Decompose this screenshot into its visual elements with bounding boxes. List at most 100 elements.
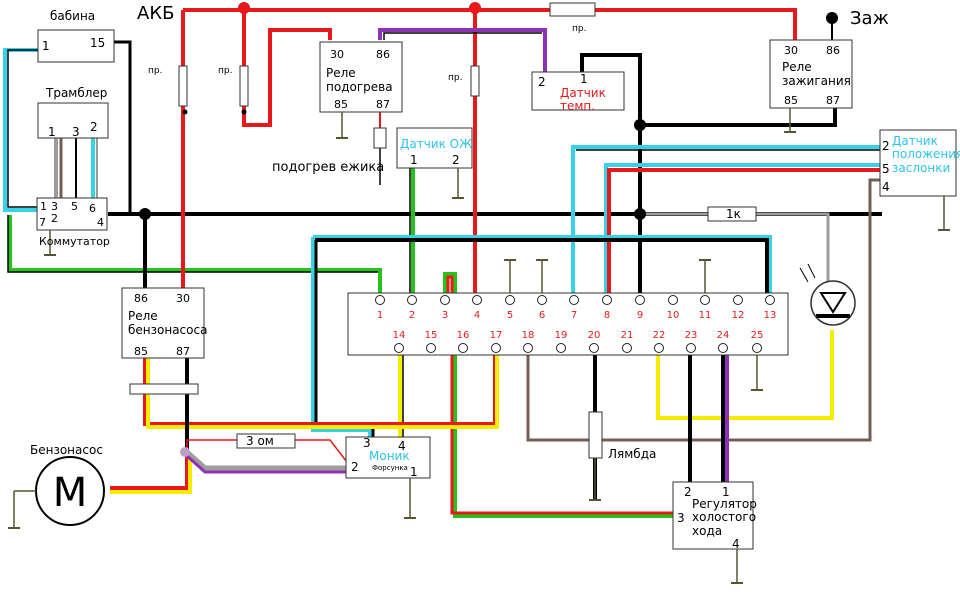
wire-green-idle bbox=[443, 272, 673, 518]
ecu-pin-label-10: 10 bbox=[667, 310, 680, 321]
fuel-relay-pin-85: 85 bbox=[134, 345, 148, 358]
fuse-3-label: пр. bbox=[448, 73, 462, 83]
temp-sensor-title-1: Датчик bbox=[560, 86, 606, 100]
commutator-pin-1: 1 bbox=[40, 200, 47, 213]
ecu-pin-15 bbox=[426, 343, 436, 353]
wire-red-idle bbox=[446, 275, 673, 515]
coil-pin-1: 1 bbox=[42, 39, 50, 53]
ecu-pin-label-15: 15 bbox=[425, 330, 438, 341]
heater-resistor bbox=[373, 127, 387, 149]
ecu-pin-19 bbox=[556, 343, 566, 353]
junction-fuse1 bbox=[182, 109, 188, 115]
ecu-pin-4 bbox=[472, 295, 482, 305]
ecu-pin-16 bbox=[458, 343, 468, 353]
ecu-pin-label-17: 17 bbox=[490, 330, 503, 341]
wire-green-ecu1 bbox=[8, 215, 382, 297]
wire-black-ign bbox=[580, 53, 837, 127]
ecu-pin-label-3: 3 bbox=[442, 310, 448, 321]
ecu-pin-5 bbox=[505, 295, 515, 305]
lambda-sensor bbox=[588, 411, 603, 459]
temp-sensor-pin-2: 2 bbox=[538, 75, 546, 89]
commutator-pin-6: 6 bbox=[89, 202, 96, 215]
ecu-body bbox=[347, 292, 789, 356]
ecu-pin-label-2: 2 bbox=[409, 310, 415, 321]
commutator-pin-2: 2 bbox=[51, 212, 58, 225]
ecu-block bbox=[347, 292, 789, 356]
ecu-pin-6 bbox=[537, 295, 547, 305]
monik-pin-4: 4 bbox=[398, 439, 406, 453]
temp-sensor-pin-1: 1 bbox=[580, 72, 588, 86]
fuse-3 bbox=[470, 65, 480, 97]
coil-box bbox=[37, 29, 115, 63]
coil-pin-15: 15 bbox=[90, 36, 105, 50]
ignition-relay-pin-87: 87 bbox=[826, 94, 840, 107]
distributor-box bbox=[37, 102, 109, 139]
wire-yellow-led bbox=[656, 330, 834, 420]
monik-subtitle: Форсунка bbox=[372, 464, 408, 472]
fuel-relay-pin-86: 86 bbox=[134, 292, 148, 305]
junction-red-1 bbox=[238, 2, 250, 14]
idle-regulator-box bbox=[672, 481, 754, 550]
distributor-pin-3: 3 bbox=[72, 125, 80, 139]
wire-coil-black-thin bbox=[7, 49, 38, 208]
wire-akb-red bbox=[183, 8, 797, 40]
ecu-pin-label-22: 22 bbox=[653, 330, 666, 341]
wire-yellow-pump bbox=[110, 455, 192, 494]
ecu-pin-label-21: 21 bbox=[621, 330, 634, 341]
ecu-pin-10 bbox=[668, 295, 678, 305]
ecu-pin-22 bbox=[654, 343, 664, 353]
tps-box bbox=[879, 129, 957, 197]
ecu-pin-2 bbox=[407, 295, 417, 305]
led-diode bbox=[819, 292, 847, 314]
ecu-pin-9 bbox=[635, 295, 645, 305]
ignition-relay-pin-85: 85 bbox=[784, 94, 798, 107]
lambda-label: Лямбда bbox=[608, 447, 656, 461]
components bbox=[8, 2, 957, 584]
ecu-pin-14 bbox=[394, 343, 404, 353]
ecu-pin-label-1: 1 bbox=[377, 310, 383, 321]
resistor-1k bbox=[707, 206, 757, 222]
fuse-2-label: пр. bbox=[218, 66, 232, 76]
idle-regulator-pin-4: 4 bbox=[732, 537, 740, 551]
ecu-pin-20 bbox=[589, 343, 599, 353]
ecu-pin-label-18: 18 bbox=[522, 330, 535, 341]
led-arrow-2 bbox=[807, 263, 816, 279]
led-arrow-1 bbox=[799, 267, 809, 283]
ecu-pin-17 bbox=[491, 343, 501, 353]
ecu-pin-label-11: 11 bbox=[699, 310, 712, 321]
wire-cyan-ecu13 bbox=[313, 235, 772, 297]
idle-regulator-pin-3: 3 bbox=[677, 511, 685, 525]
fuel-pump-title: Бензонасос bbox=[30, 443, 103, 457]
ecu-pin-label-12: 12 bbox=[732, 310, 745, 321]
ecu-pin-label-25: 25 bbox=[751, 330, 764, 341]
ecu-pin-label-19: 19 bbox=[555, 330, 568, 341]
ecu-pin-label-14: 14 bbox=[393, 330, 406, 341]
ecu-pin-label-6: 6 bbox=[539, 310, 545, 321]
commutator-pin-4: 4 bbox=[97, 216, 104, 229]
fuel-relay-pin-87: 87 bbox=[176, 345, 190, 358]
fuse-2 bbox=[239, 65, 249, 107]
fuse-5 bbox=[129, 383, 199, 395]
ecu-pin-8 bbox=[602, 295, 612, 305]
ecu-pin-23 bbox=[686, 343, 696, 353]
ecu-pin-label-23: 23 bbox=[685, 330, 698, 341]
heater-relay-pin-87: 87 bbox=[376, 98, 390, 111]
tps-pin-5: 5 bbox=[882, 162, 890, 176]
wire-purple-monik bbox=[186, 454, 350, 474]
ecu-pin-1 bbox=[375, 295, 385, 305]
ecu-pin-3 bbox=[440, 295, 450, 305]
idle-regulator-pin-2: 2 bbox=[684, 485, 692, 499]
coolant-sensor-title: Датчик ОЖ bbox=[400, 137, 472, 151]
ecu-pin-label-4: 4 bbox=[474, 310, 480, 321]
wire-black-thin-temp bbox=[383, 32, 542, 40]
junction-black-main bbox=[139, 208, 151, 220]
distributor-pin-1: 1 bbox=[48, 125, 56, 139]
ecu-pin-7 bbox=[569, 295, 579, 305]
temp-sensor-title-2: темп. bbox=[560, 99, 595, 113]
ignition-label: Заж bbox=[850, 8, 889, 29]
monik-pin-2: 2 bbox=[351, 460, 359, 474]
resistor-3om bbox=[236, 433, 296, 449]
wire-yellow-fuel bbox=[146, 348, 499, 429]
wire-cyan-monik bbox=[311, 237, 372, 440]
